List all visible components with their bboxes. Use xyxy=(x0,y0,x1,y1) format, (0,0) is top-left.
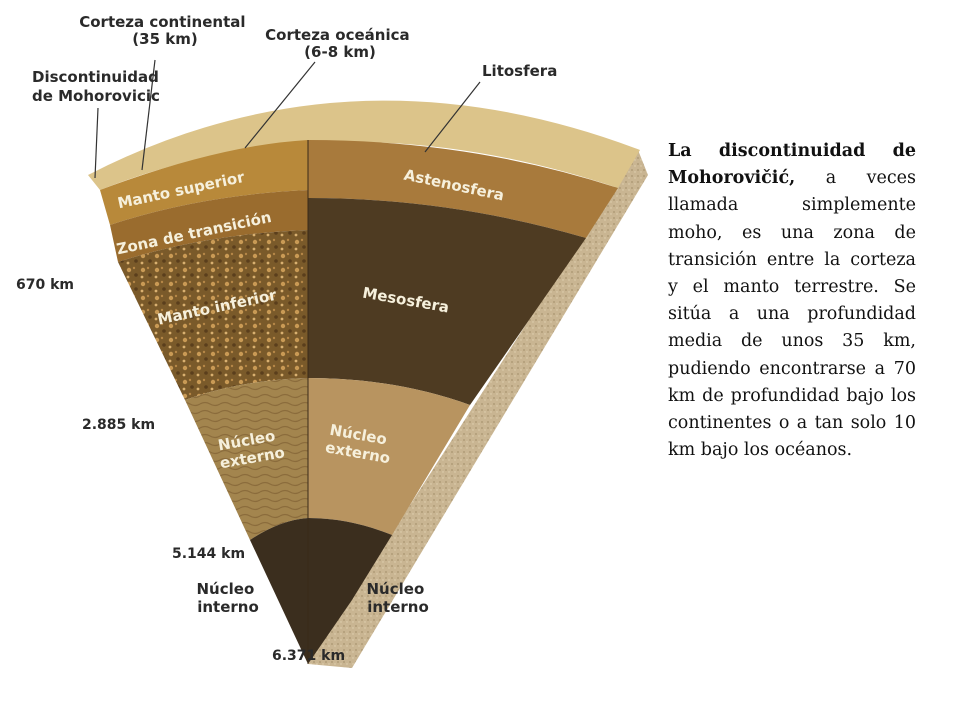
description-body: a veces llamada simplemente moho, es una… xyxy=(668,168,916,461)
cut-face xyxy=(308,150,648,668)
inner-core-left-layer xyxy=(250,518,308,664)
outer-core-right-layer xyxy=(308,378,470,535)
depth-label-670: 670 km xyxy=(16,277,74,293)
outer-core-left-layer xyxy=(185,378,308,540)
depth-label-5144: 5.144 km xyxy=(172,546,245,562)
earth-layers-diagram: Corteza continental (35 km) Corteza oceá… xyxy=(16,13,648,668)
earth-section-svg: Corteza continental (35 km) Corteza oceá… xyxy=(16,13,648,668)
leader-line-oceanic xyxy=(244,61,316,149)
mesosphere-layer xyxy=(308,198,586,405)
label-continental-crust: Corteza continental (35 km) xyxy=(79,13,251,48)
description-lead: La discontinuidad de Mohorovičić, xyxy=(668,141,916,189)
leader-line-moho xyxy=(94,107,99,179)
label-lithosphere: Litosfera xyxy=(482,62,557,80)
leader-line-continental xyxy=(141,59,156,171)
transition-zone-layer xyxy=(110,190,308,262)
depth-label-6371: 6.371 km xyxy=(272,648,345,664)
crust-layer xyxy=(88,100,640,190)
upper-mantle-layer xyxy=(100,140,308,225)
label-moho: Discontinuidad de Mohorovicic xyxy=(32,68,164,105)
inner-core-right-layer xyxy=(308,518,392,664)
leader-line-lithosphere xyxy=(424,81,481,153)
moho-description: La discontinuidad de Mohorovičić, a vece… xyxy=(668,138,916,464)
lower-mantle-layer xyxy=(118,230,308,400)
label-inner-core-right: Núcleo interno xyxy=(367,580,430,616)
depth-label-2885: 2.885 km xyxy=(82,417,155,433)
label-oceanic-crust: Corteza oceánica (6-8 km) xyxy=(265,26,415,61)
label-inner-core-left: Núcleo interno xyxy=(197,580,260,616)
asthenosphere-layer xyxy=(308,140,618,238)
